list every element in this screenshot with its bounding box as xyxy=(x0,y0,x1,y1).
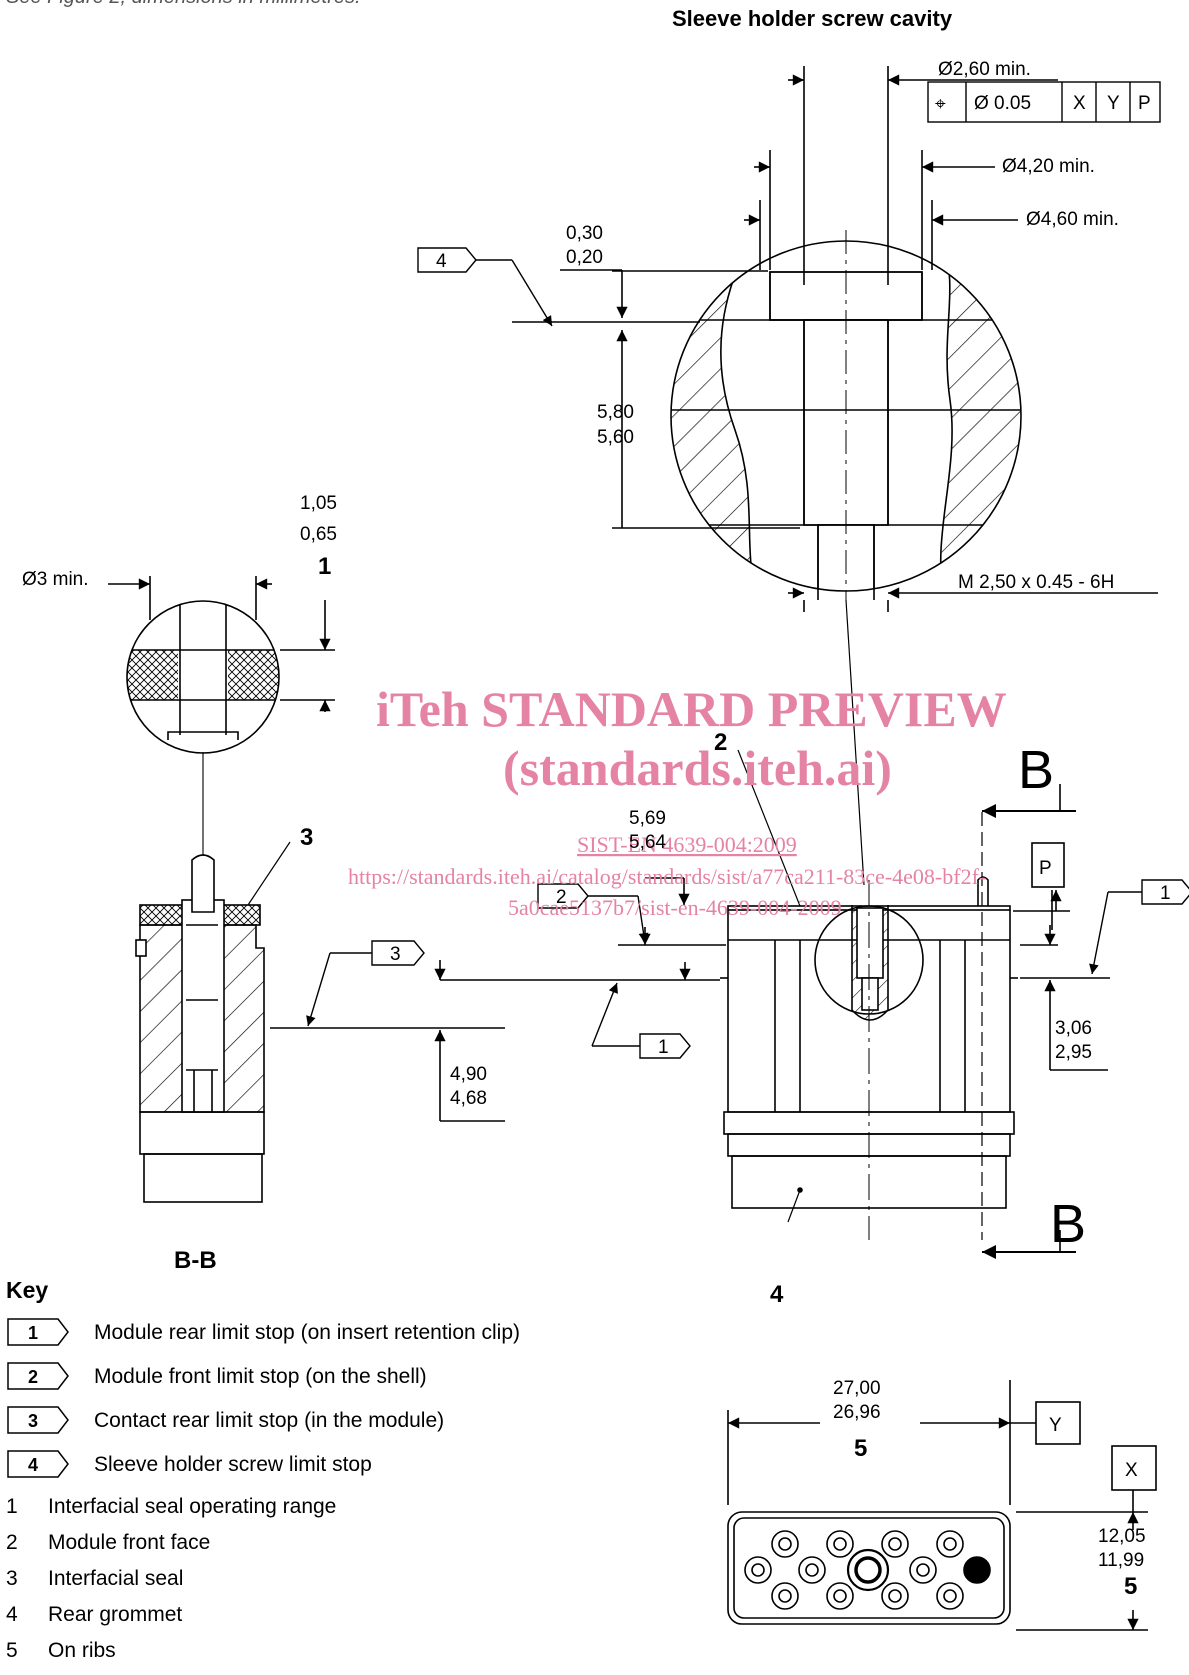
key-number-item: 5 On ribs xyxy=(6,1639,336,1675)
dim-thread: M 2,50 x 0.45 - 6H xyxy=(958,572,1114,593)
key-number: 4 xyxy=(6,1603,18,1626)
leader-flags xyxy=(306,247,1189,1059)
flag-2-label: 2 xyxy=(556,887,567,908)
svg-text:4: 4 xyxy=(28,1455,38,1475)
flag-3-label: 3 xyxy=(390,944,401,965)
watermark-line-2: (standards.iteh.ai) xyxy=(503,740,892,796)
key-flag-text: Module front limit stop (on the shell) xyxy=(94,1365,427,1388)
datum-x: X xyxy=(1125,1460,1138,1481)
dim-490: 4,90 xyxy=(450,1064,487,1085)
detail-title: Sleeve holder screw cavity xyxy=(672,6,953,31)
dim-1199: 11,99 xyxy=(1098,1550,1144,1571)
key-number: 2 xyxy=(6,1531,18,1554)
dim-580: 5,80 xyxy=(597,402,634,423)
dim-560: 5,60 xyxy=(597,427,634,448)
module-side-view xyxy=(270,749,1110,1259)
datum-p: P xyxy=(1039,858,1052,879)
flag-4-label: 4 xyxy=(436,251,447,272)
watermark-line-4: https://standards.iteh.ai/catalog/standa… xyxy=(348,864,986,889)
dim-065: 0,65 xyxy=(300,524,337,545)
section-marker-top: B xyxy=(1018,740,1054,800)
section-label: B-B xyxy=(174,1247,217,1274)
dim-1205: 12,05 xyxy=(1098,1526,1146,1547)
watermark-line-1: iTeh STANDARD PREVIEW xyxy=(376,681,1007,737)
key-number-item: 4 Rear grommet xyxy=(6,1603,336,1639)
callout-5-height: 5 xyxy=(1124,1573,1137,1600)
key-title: Key xyxy=(6,1277,49,1303)
watermark-line-3[interactable]: SIST-EN 4639-004:2009 xyxy=(577,832,797,857)
dim-2696: 26,96 xyxy=(833,1402,881,1423)
dim-569: 5,69 xyxy=(629,808,666,829)
flag-icon: 3 xyxy=(7,1406,69,1434)
section-b-b xyxy=(108,576,335,1203)
callout-3: 3 xyxy=(300,824,313,851)
callout-1: 1 xyxy=(318,553,331,580)
svg-text:2: 2 xyxy=(28,1367,38,1387)
flag-1-label-right: 1 xyxy=(1160,883,1171,904)
dim-020: 0,20 xyxy=(566,247,603,268)
dim-295: 2,95 xyxy=(1055,1042,1092,1063)
dim-d3min: Ø3 min. xyxy=(22,569,89,590)
key-flag-text: Module rear limit stop (on insert retent… xyxy=(94,1321,521,1344)
key-number: 1 xyxy=(6,1495,18,1518)
key-number-item: 3 Interfacial seal xyxy=(6,1567,336,1603)
gdt-tolerance: Ø 0.05 xyxy=(974,93,1031,114)
callout-2: 2 xyxy=(714,729,727,756)
gdt-datum-y: Y xyxy=(1107,93,1120,114)
key-number-text: Interfacial seal operating range xyxy=(48,1495,337,1518)
key-number-list: 1 Interfacial seal operating range 2 Modul… xyxy=(6,1495,336,1675)
key-number: 5 xyxy=(6,1639,18,1662)
flag-icon: 1 xyxy=(7,1318,69,1346)
dim-564: 5,64 xyxy=(629,832,666,853)
dimension-labels: Ø2,60 min. Ø4,20 min. Ø4,60 min. ⌖ Ø 0.0… xyxy=(22,59,1151,1571)
gdt-datum-p: P xyxy=(1138,93,1151,114)
svg-text:1: 1 xyxy=(28,1323,38,1343)
gdt-position-icon: ⌖ xyxy=(935,94,946,115)
callout-4: 4 xyxy=(770,1281,784,1308)
dim-105: 1,05 xyxy=(300,493,337,514)
key-number-text: Interfacial seal xyxy=(48,1567,184,1590)
dim-d260: Ø2,60 min. xyxy=(938,59,1031,80)
datum-y: Y xyxy=(1049,1415,1062,1436)
intro-text: See Figure 2, dimensions in millimetres. xyxy=(6,0,361,9)
key-number-text: Rear grommet xyxy=(48,1603,183,1626)
section-marker-bottom: B xyxy=(1050,1194,1086,1254)
callout-5-width: 5 xyxy=(854,1435,867,1462)
key-flag-text: Sleeve holder screw limit stop xyxy=(94,1453,372,1476)
dim-2700: 27,00 xyxy=(833,1378,881,1399)
key-number-text: Module front face xyxy=(48,1531,211,1554)
watermark-line-5: 5a0cae5137b7/sist-en-4639-004-2009 xyxy=(508,895,842,920)
callout-labels: 1 2 3 4 5 5 B-B B B P Y X 4 3 2 1 1 xyxy=(174,251,1171,1600)
dim-306: 3,06 xyxy=(1055,1018,1092,1039)
gdt-datum-x: X xyxy=(1073,93,1086,114)
gdt-frame xyxy=(927,81,1161,123)
key-number-text: On ribs xyxy=(48,1639,116,1662)
key-number-item: 2 Module front face xyxy=(6,1531,336,1567)
flag-icon: 2 xyxy=(7,1362,69,1390)
svg-text:3: 3 xyxy=(28,1411,38,1431)
dim-d420: Ø4,20 min. xyxy=(1002,156,1095,177)
key-number-item: 1 Interfacial seal operating range xyxy=(6,1495,336,1531)
watermark: iTeh STANDARD PREVIEW (standards.iteh.ai… xyxy=(348,681,1007,920)
flag-1-label-lower: 1 xyxy=(658,1037,669,1058)
key-flag-text: Contact rear limit stop (in the module) xyxy=(94,1409,445,1432)
insert-face-view xyxy=(727,1380,1157,1631)
dim-468: 4,68 xyxy=(450,1088,487,1109)
dim-030: 0,30 xyxy=(566,223,603,244)
flag-icon: 4 xyxy=(7,1450,69,1478)
key-number: 3 xyxy=(6,1567,18,1590)
dim-d460: Ø4,60 min. xyxy=(1026,209,1119,230)
